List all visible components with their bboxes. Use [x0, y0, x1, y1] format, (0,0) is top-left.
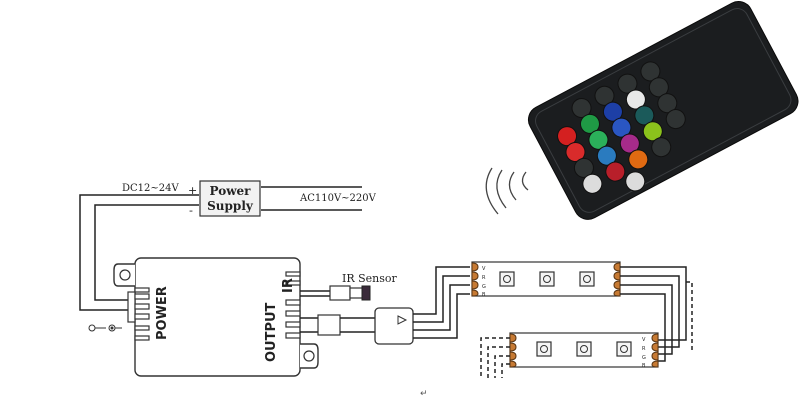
ir-sensor-label: IR Sensor: [342, 272, 398, 285]
remote-button: [651, 137, 672, 158]
strip1-leds: [499, 271, 595, 287]
dc-minus-wire: [94, 204, 199, 301]
minus-sign: -: [189, 204, 193, 217]
remote-button: [665, 109, 686, 130]
rgb-controller: POWER OUTPUT IR: [113, 257, 319, 377]
strip2-ch-v: V: [642, 337, 646, 343]
power-supply-box: [199, 180, 261, 217]
rgb-wire-2: [413, 275, 470, 323]
ir-input-pins: [285, 271, 301, 286]
strip2-leds: [536, 341, 632, 357]
remote-button-grid: [557, 61, 686, 194]
remote-button: [582, 173, 603, 194]
ir-signal-waves-icon: [485, 167, 529, 215]
strip1-ch-v: V: [482, 266, 486, 272]
continuation-wires: [480, 337, 510, 378]
return-mark: ↵: [420, 389, 428, 399]
power-supply-title-2: Supply: [207, 199, 254, 213]
output-port-label: OUTPUT: [264, 302, 279, 362]
output-cable: [300, 266, 470, 345]
output-pins: [285, 299, 301, 339]
strip-link-wires: [620, 266, 693, 362]
strip1-ch-b: B: [482, 292, 486, 298]
rgb-wire-4: [413, 293, 470, 339]
dc-plug-icon: [88, 324, 122, 332]
plus-sign: +: [188, 184, 197, 197]
strip1-ch-g: G: [482, 284, 486, 290]
ir-sensor: IR Sensor: [300, 272, 398, 301]
rgb-remote-control: [527, 1, 799, 220]
output-connector: [374, 307, 414, 345]
remote-button: [605, 161, 626, 182]
power-supply: Power Supply DC12~24V AC110V~220V + -: [122, 180, 377, 217]
ir-sensor-head: [361, 285, 371, 301]
ir-port-label: IR: [281, 278, 296, 293]
dc-plus-wire: [79, 194, 199, 311]
power-input-pins: [127, 287, 150, 341]
power-supply-title-1: Power: [210, 184, 252, 198]
remote-button: [625, 171, 646, 192]
strip2-ch-r: R: [642, 346, 646, 352]
strip1-ch-r: R: [482, 275, 486, 281]
dc-voltage-label: DC12~24V: [122, 183, 179, 194]
remote-button: [628, 149, 649, 170]
rgb-wire-3: [413, 284, 470, 331]
led-strip-1: V R G B: [471, 261, 621, 298]
power-port-label: POWER: [155, 286, 170, 340]
led-strip-2: V R G B: [509, 332, 659, 369]
strip2-ch-b: B: [642, 363, 646, 369]
rgb-wire-1: [413, 266, 470, 315]
strip2-ch-g: G: [642, 355, 646, 361]
ac-voltage-label: AC110V~220V: [299, 193, 377, 204]
